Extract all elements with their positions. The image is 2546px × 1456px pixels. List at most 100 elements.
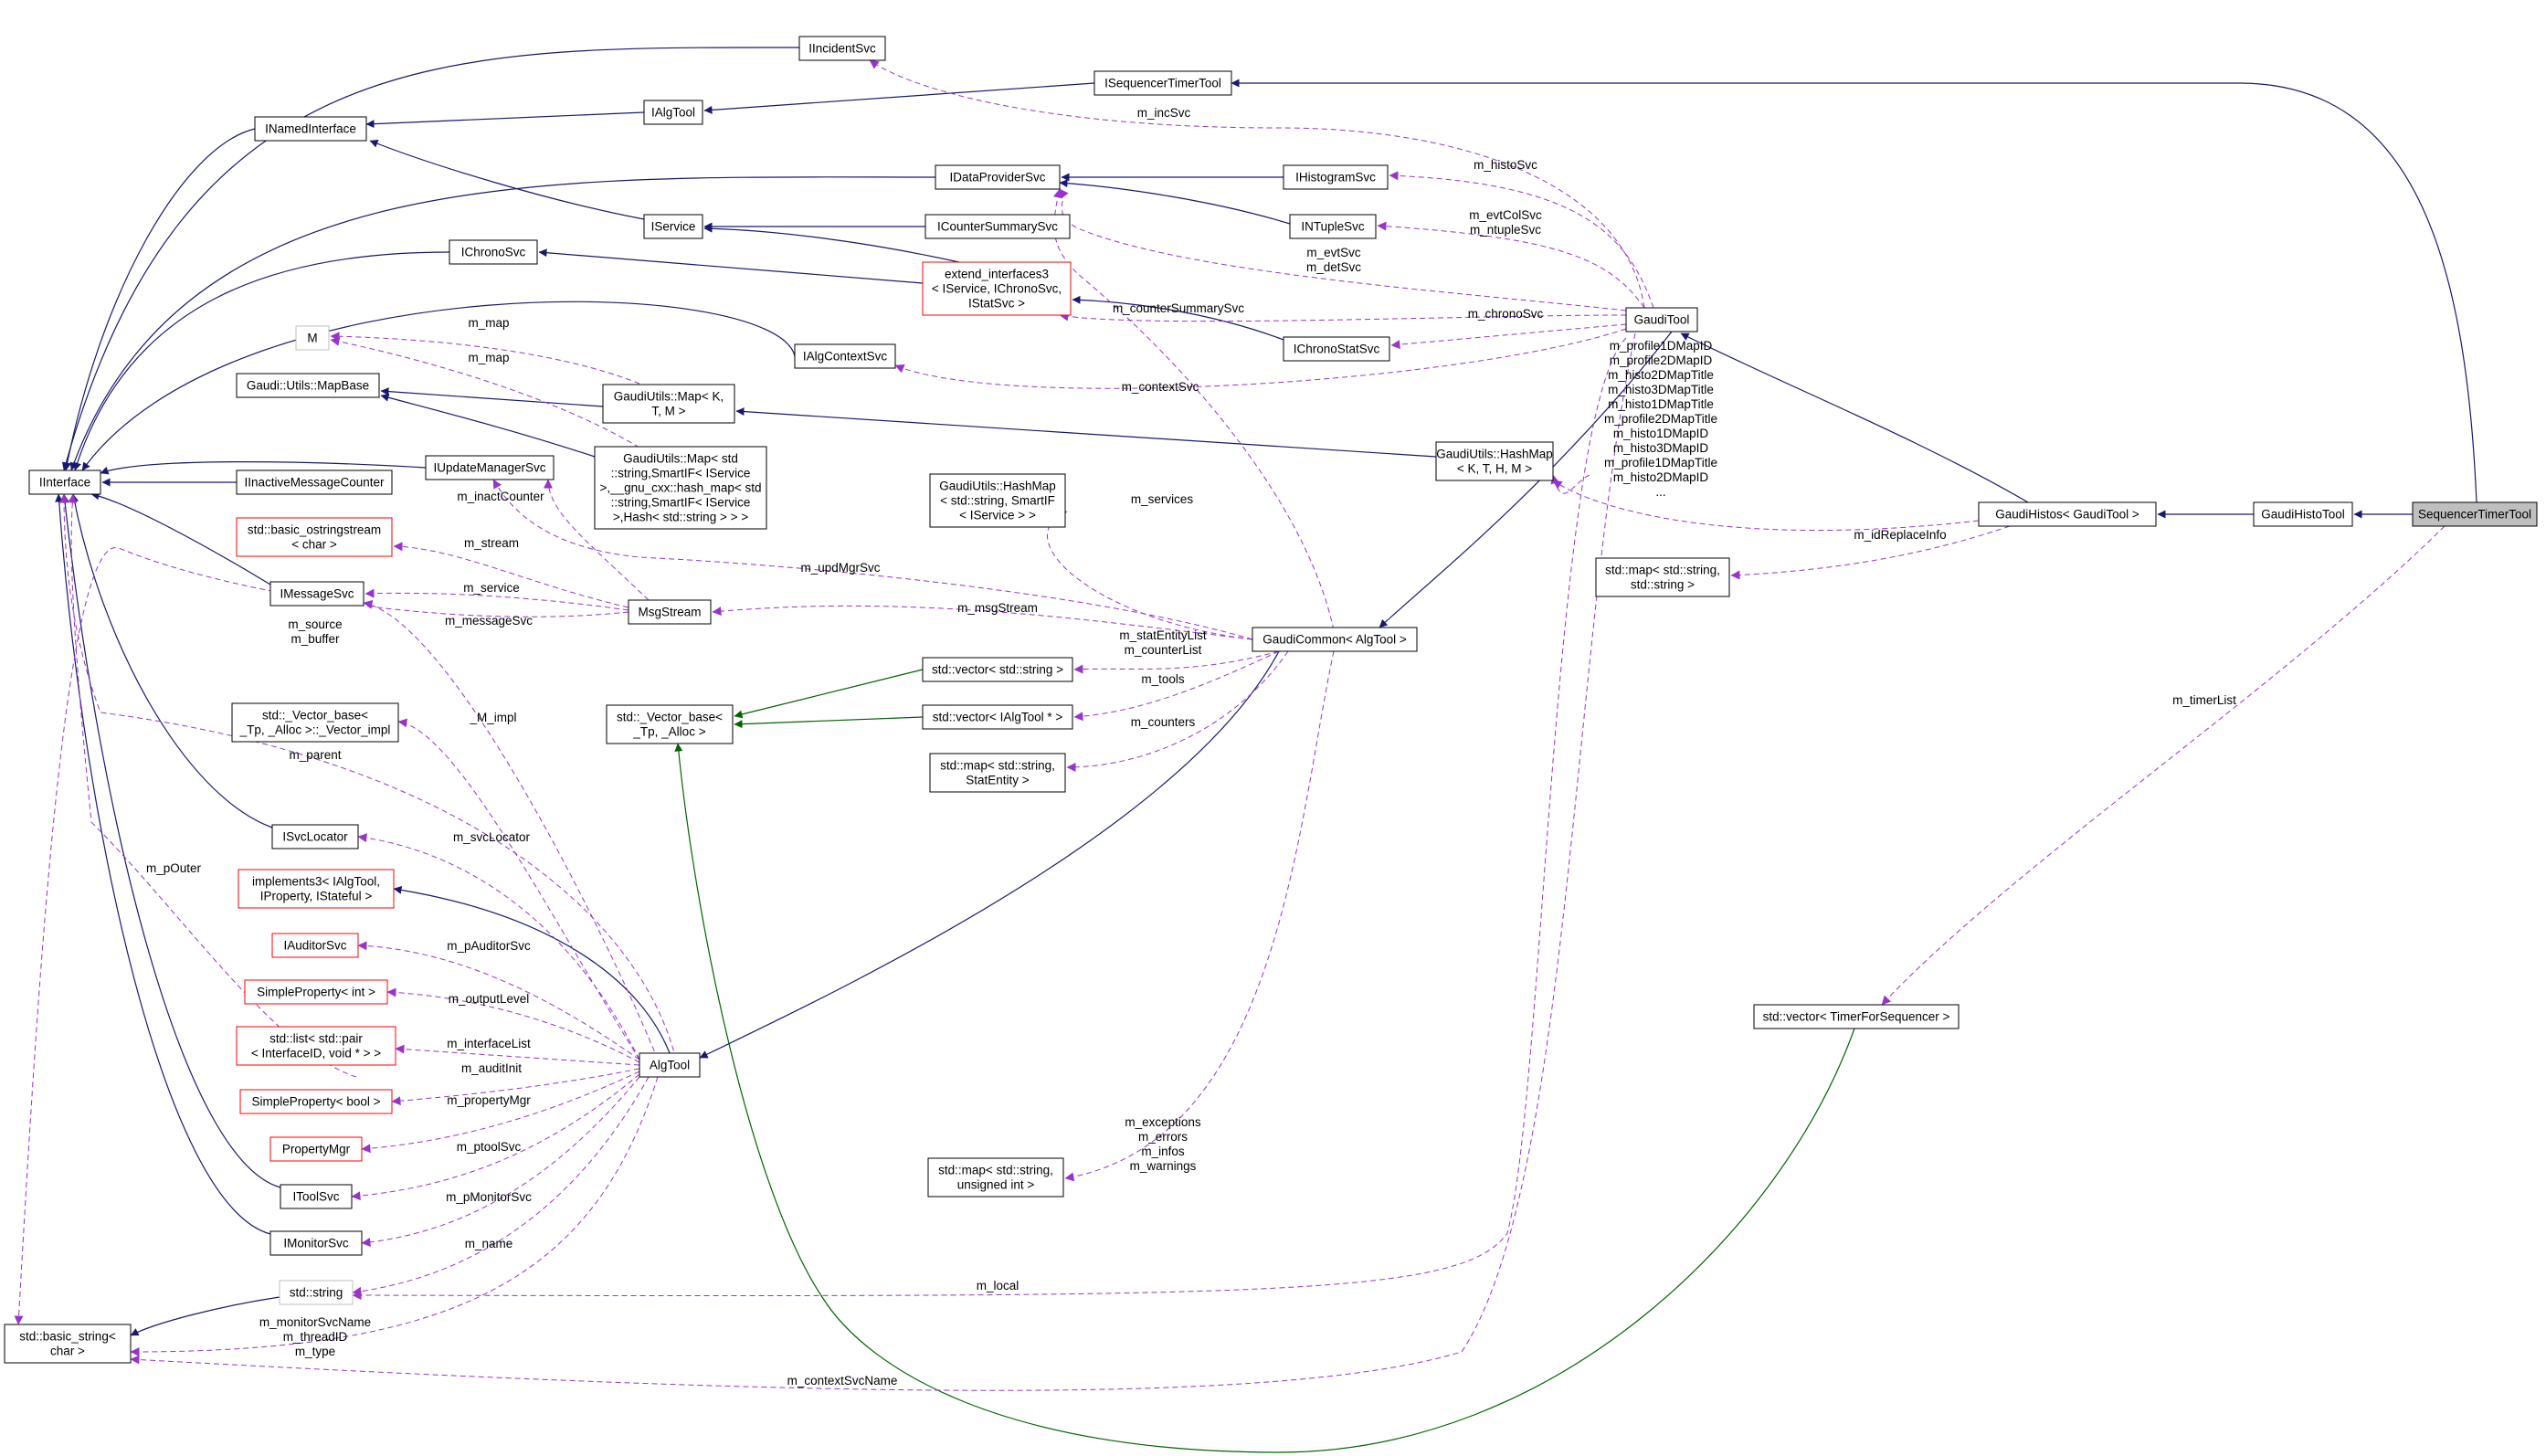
class-node-idataprovidersvc[interactable]: IDataProviderSvc bbox=[935, 164, 1061, 190]
gauditool-node[interactable]: GaudiTool bbox=[1625, 307, 1698, 332]
class-node-intuplesvc[interactable]: INTupleSvc bbox=[1289, 214, 1377, 239]
usage-edge bbox=[14, 547, 629, 1325]
class-node-extend_interfaces3[interactable]: extend_interfaces3< IService, IChronoSvc… bbox=[922, 261, 1072, 316]
edge-label: m_map bbox=[468, 316, 509, 330]
class-node-itoolsvc[interactable]: IToolSvc bbox=[280, 1184, 353, 1209]
sequencertimertool-node[interactable]: SequencerTimerTool bbox=[2412, 501, 2538, 527]
class-node-gaudiutilshashmapkthm[interactable]: GaudiUtils::HashMap< K, T, H, M > bbox=[1435, 441, 1554, 481]
class-node-isequencertimertool[interactable]: ISequencerTimerTool bbox=[1093, 70, 1232, 96]
edge-label: m_warnings bbox=[1130, 1159, 1197, 1173]
class-node-simplepropertyint[interactable]: SimpleProperty< int > bbox=[244, 979, 388, 1005]
usage-edge bbox=[357, 833, 640, 1060]
class-node-vectorstring[interactable]: std::vector< std::string > bbox=[922, 657, 1073, 682]
node-label: IProperty, IStateful > bbox=[260, 889, 373, 902]
class-node-m[interactable]: M bbox=[295, 325, 330, 351]
usage-edge bbox=[894, 328, 1627, 389]
class-node-gaudihistos[interactable]: GaudiHistos< GaudiTool > bbox=[1978, 501, 2157, 527]
inheritance-edge bbox=[369, 139, 645, 220]
class-node-vectorbase[interactable]: std::_Vector_base<_Tp, _Alloc > bbox=[606, 704, 734, 744]
class-node-mapstatentity[interactable]: std::map< std::string,StatEntity > bbox=[929, 753, 1066, 793]
node-box bbox=[1435, 441, 1554, 481]
edge-label: m_services bbox=[1131, 492, 1194, 506]
usage-edge bbox=[352, 337, 1627, 1301]
class-node-ialgtool[interactable]: IAlgTool bbox=[643, 100, 703, 125]
class-node-iservice[interactable]: IService bbox=[643, 214, 703, 239]
node-label: StatEntity > bbox=[966, 773, 1030, 786]
node-box bbox=[922, 657, 1073, 682]
class-node-gaudiutilshashmapstd[interactable]: GaudiUtils::HashMap< std::string, SmartI… bbox=[929, 473, 1066, 528]
node-label: SimpleProperty< int > bbox=[257, 985, 375, 998]
class-node-gaudiutilsmapstd[interactable]: GaudiUtils::Map< std::string,SmartIF< IS… bbox=[594, 446, 767, 530]
edge-label: m_type bbox=[295, 1345, 335, 1358]
class-node-gaudiutilsmap[interactable]: GaudiUtils::Map< K,T, M > bbox=[602, 384, 735, 424]
class-node-imessagesvc[interactable]: IMessageSvc bbox=[269, 581, 364, 607]
class-node-basicstring[interactable]: std::basic_string<char > bbox=[4, 1324, 132, 1364]
node-box bbox=[269, 581, 364, 607]
class-node-isvclocator[interactable]: ISvcLocator bbox=[271, 824, 359, 849]
class-node-iauditorsvc[interactable]: IAuditorSvc bbox=[271, 933, 359, 958]
node-box bbox=[236, 470, 393, 495]
edge-labels-layer: m_incSvcm_histoSvcm_evtColSvcm_ntupleSvc… bbox=[146, 106, 2236, 1387]
class-node-inamedinterface[interactable]: INamedInterface bbox=[254, 116, 367, 142]
class-node-mapstrstr[interactable]: std::map< std::string,std::string > bbox=[1595, 557, 1730, 597]
inheritance-edge bbox=[60, 493, 281, 1188]
class-node-simplepropertybool[interactable]: SimpleProperty< bool > bbox=[239, 1089, 393, 1114]
usage-edge bbox=[1550, 474, 1590, 494]
node-box bbox=[1283, 164, 1389, 190]
node-label: std::list< std::pair bbox=[269, 1031, 363, 1045]
node-label: < char > bbox=[291, 537, 337, 551]
class-node-iinactivemessagecounter[interactable]: IInactiveMessageCounter bbox=[236, 470, 393, 495]
node-label: extend_interfaces3 bbox=[945, 267, 1049, 280]
edge-label: m_histoSvc bbox=[1474, 158, 1537, 172]
inheritance-edge bbox=[63, 128, 256, 471]
edge-label: m_profile1DMapID bbox=[1610, 339, 1713, 353]
algtool-node[interactable]: AlgTool bbox=[639, 1052, 701, 1078]
node-label: SequencerTimerTool bbox=[2418, 507, 2531, 521]
edge-label: m_service bbox=[463, 581, 520, 595]
node-box bbox=[922, 704, 1073, 730]
node-label: std::vector< IAlgTool * > bbox=[933, 710, 1063, 723]
edge-label: m_histo1DMapID bbox=[1613, 427, 1709, 440]
class-node-ichronosvc[interactable]: IChronoSvc bbox=[449, 239, 538, 265]
node-label: GaudiCommon< AlgTool > bbox=[1262, 632, 1407, 646]
node-label: IAuditorSvc bbox=[283, 938, 346, 952]
class-node-mapbase[interactable]: Gaudi::Utils::MapBase bbox=[236, 373, 380, 398]
edge-label: m_histo1DMapTitle bbox=[1608, 397, 1714, 411]
class-node-icountersummarysvc[interactable]: ICounterSummarySvc bbox=[924, 214, 1071, 239]
node-box bbox=[280, 1184, 353, 1209]
iinterface-node[interactable]: IInterface bbox=[28, 470, 101, 495]
class-node-propertymgr[interactable]: PropertyMgr bbox=[269, 1136, 363, 1162]
usage-edge bbox=[386, 987, 640, 1063]
edge-label: m_inactCounter bbox=[457, 490, 544, 503]
class-node-gaudicommon[interactable]: GaudiCommon< AlgTool > bbox=[1252, 627, 1418, 652]
node-box bbox=[295, 325, 330, 351]
class-node-vectorialgtool[interactable]: std::vector< IAlgTool * > bbox=[922, 704, 1073, 730]
usage-edge bbox=[130, 332, 1636, 1391]
class-node-listpair[interactable]: std::list< std::pair< InterfaceID, void … bbox=[236, 1026, 396, 1066]
class-node-iincidentsvc[interactable]: IIncidentSvc bbox=[798, 36, 886, 61]
class-node-ialgcontextsvc[interactable]: IAlgContextSvc bbox=[794, 343, 896, 369]
class-node-stdstring[interactable]: std::string bbox=[279, 1280, 354, 1305]
usage-edge bbox=[712, 605, 1253, 640]
class-node-ichronostatsvc[interactable]: IChronoStatSvc bbox=[1283, 336, 1390, 362]
class-node-basic_ostringstream[interactable]: std::basic_ostringstream< char > bbox=[236, 517, 393, 557]
node-box bbox=[271, 824, 359, 849]
class-node-msgstream[interactable]: MsgStream bbox=[628, 599, 712, 625]
class-node-mapuint[interactable]: std::map< std::string,unsigned int > bbox=[927, 1157, 1064, 1198]
node-label: ISvcLocator bbox=[282, 829, 348, 843]
node-label: IChronoStatSvc bbox=[1294, 342, 1380, 355]
class-node-vectortimer[interactable]: std::vector< TimerForSequencer > bbox=[1753, 1004, 1960, 1029]
node-label: std::basic_string< bbox=[19, 1329, 116, 1343]
node-box bbox=[935, 164, 1061, 190]
class-node-ihistogramsvc[interactable]: IHistogramSvc bbox=[1283, 164, 1389, 190]
node-label: Gaudi::Utils::MapBase bbox=[247, 378, 369, 392]
node-box bbox=[269, 1136, 363, 1162]
usage-edge bbox=[330, 337, 640, 448]
class-node-implements3[interactable]: implements3< IAlgTool,IProperty, IStatef… bbox=[238, 869, 395, 909]
node-box bbox=[1283, 336, 1390, 362]
class-node-vectorbaseimpl[interactable]: std::_Vector_base<_Tp, _Alloc >::_Vector… bbox=[231, 702, 399, 743]
class-node-imonitorsvc[interactable]: IMonitorSvc bbox=[269, 1230, 363, 1256]
class-node-gaudihistotool[interactable]: GaudiHistoTool bbox=[2253, 501, 2353, 527]
edge-label: m_auditInit bbox=[461, 1061, 522, 1075]
class-node-iupdatemanagersvc[interactable]: IUpdateManagerSvc bbox=[425, 455, 555, 480]
